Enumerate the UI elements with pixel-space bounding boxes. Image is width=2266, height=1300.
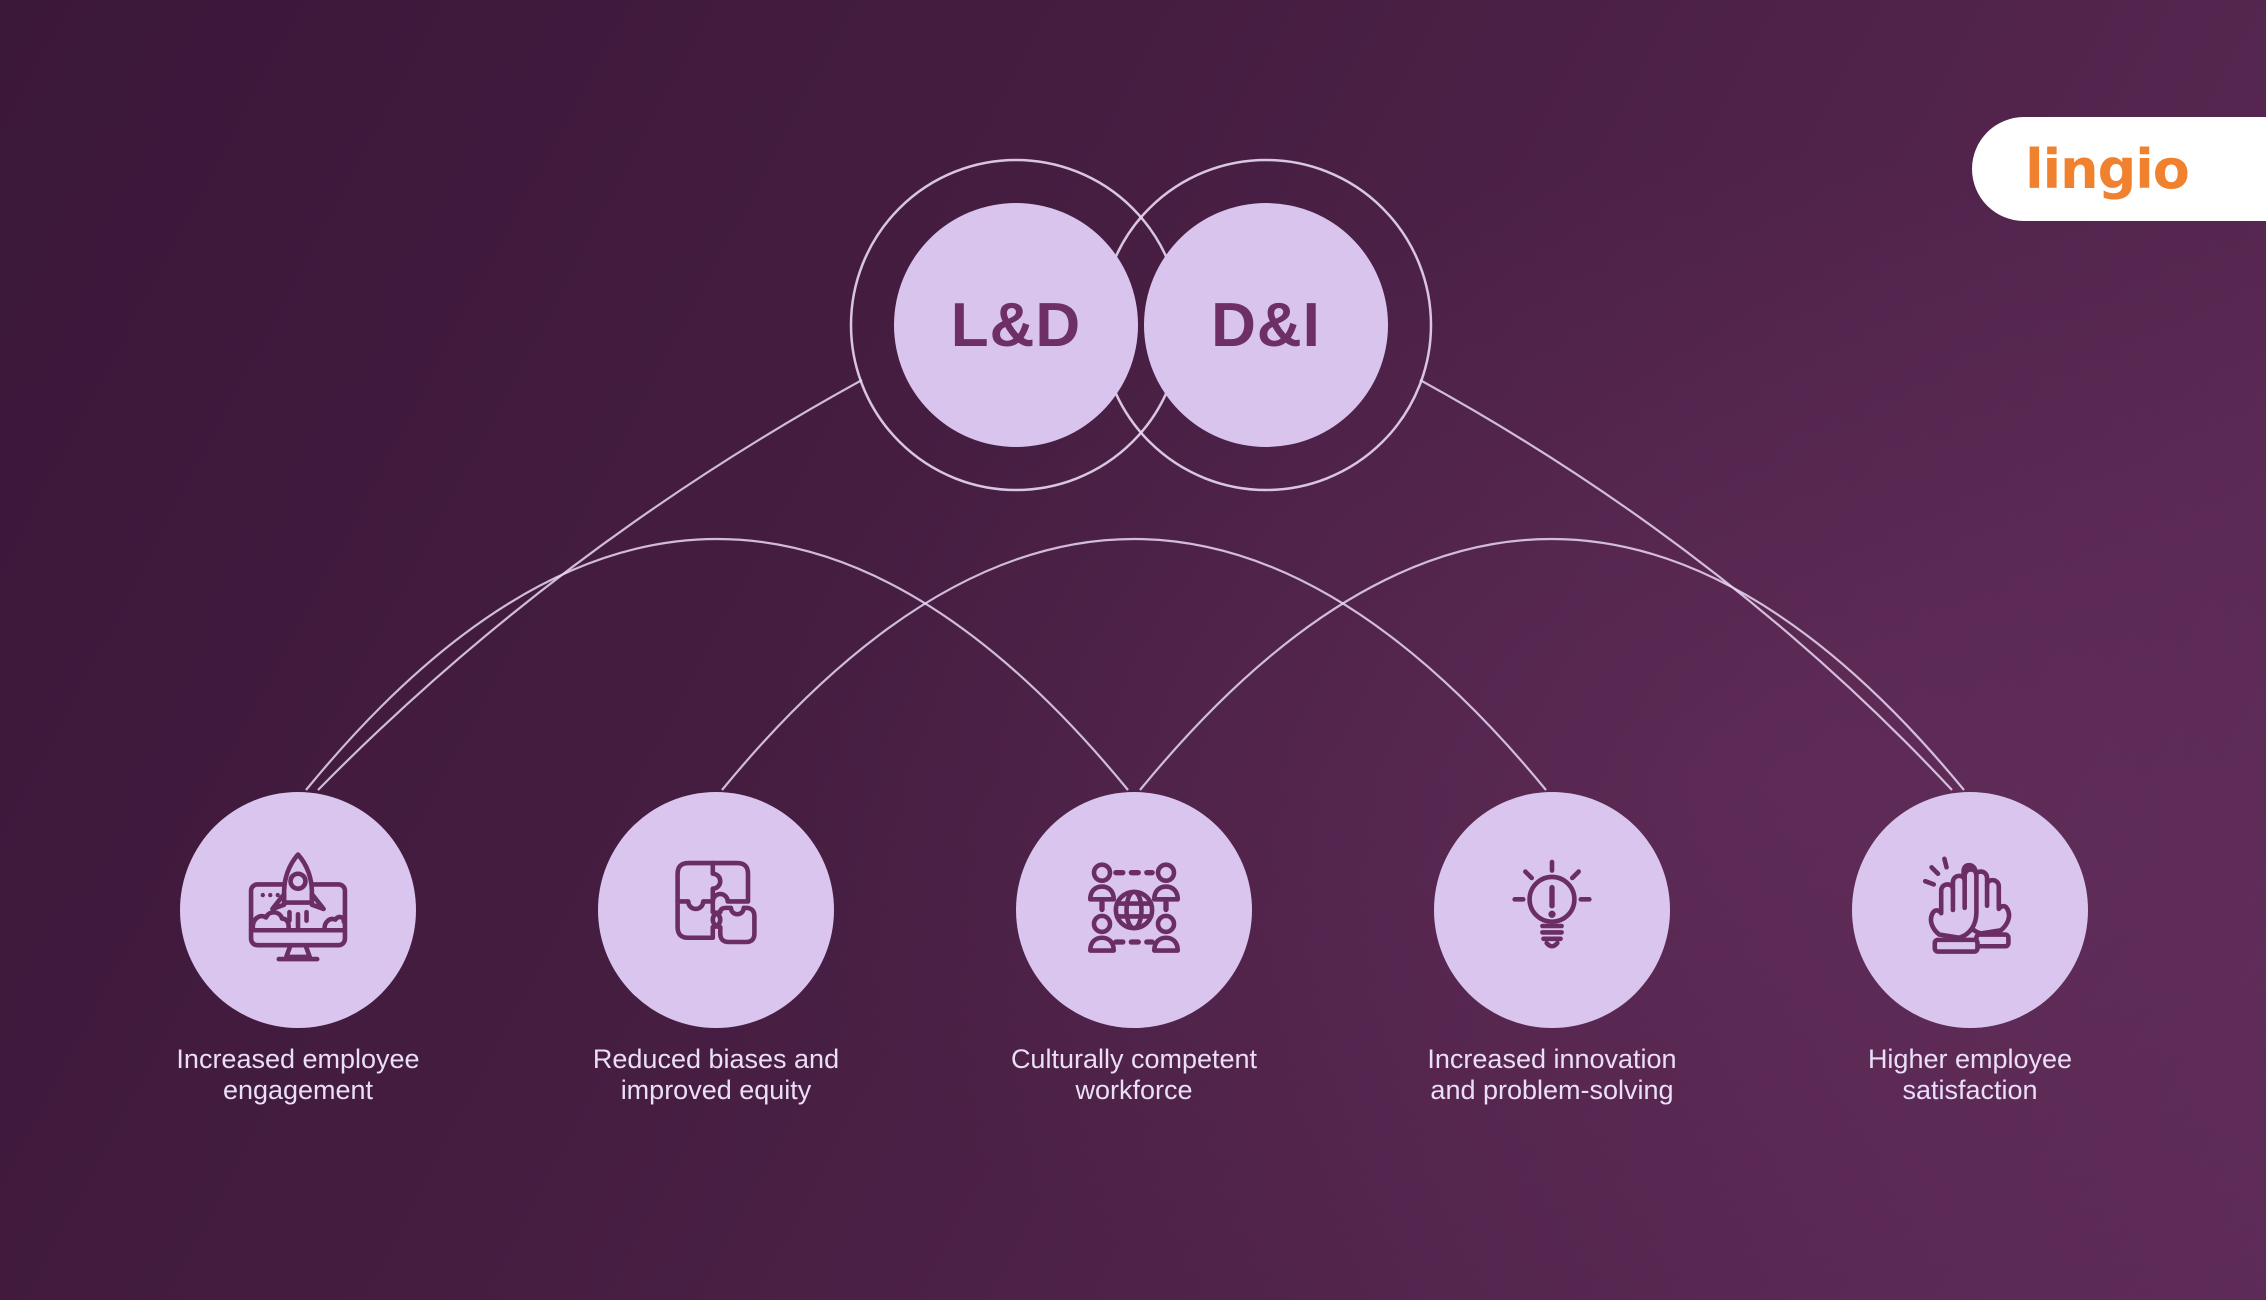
benefit-caption-engagement: Increased employee engagement [176, 1044, 420, 1106]
arc-bubble-1-to-3 [305, 537, 1129, 791]
high-five-hands-icon [1922, 856, 2012, 954]
arc-bubble-3-to-5 [1139, 537, 1965, 791]
arc-venn-to-bubble-1 [317, 379, 863, 791]
venn-circle-ld: L&D [894, 203, 1138, 447]
arc-bubble-2-to-4 [721, 537, 1547, 791]
benefit-bubble-workforce [1016, 792, 1252, 1028]
benefit-caption-innovation: Increased innovation and problem-solving [1427, 1044, 1677, 1106]
lingio-logo-wordmark: lingio [2025, 137, 2190, 201]
connected-people-globe-icon [1087, 862, 1181, 953]
benefit-bubble-equity [598, 792, 834, 1028]
benefit-caption-workforce: Culturally competent workforce [1010, 1044, 1258, 1106]
venn-label-di: D&I [1211, 290, 1321, 360]
venn-circle-di: D&I [1144, 203, 1388, 447]
benefit-bubble-engagement [180, 792, 416, 1028]
lingio-logo-badge: lingio [1972, 117, 2266, 221]
benefit-caption-equity: Reduced biases and improved equity [592, 1044, 840, 1106]
monitor-rocket-launch-icon [248, 852, 348, 962]
benefit-caption-satisfaction: Higher employee satisfaction [1867, 1044, 2073, 1106]
arc-venn-to-bubble-5 [1419, 379, 1953, 791]
benefit-bubble-innovation [1434, 792, 1670, 1028]
lightbulb-exclamation-icon [1512, 859, 1592, 949]
venn-label-ld: L&D [950, 290, 1082, 360]
puzzle-pieces-icon [675, 860, 757, 945]
benefit-bubble-satisfaction [1852, 792, 2088, 1028]
